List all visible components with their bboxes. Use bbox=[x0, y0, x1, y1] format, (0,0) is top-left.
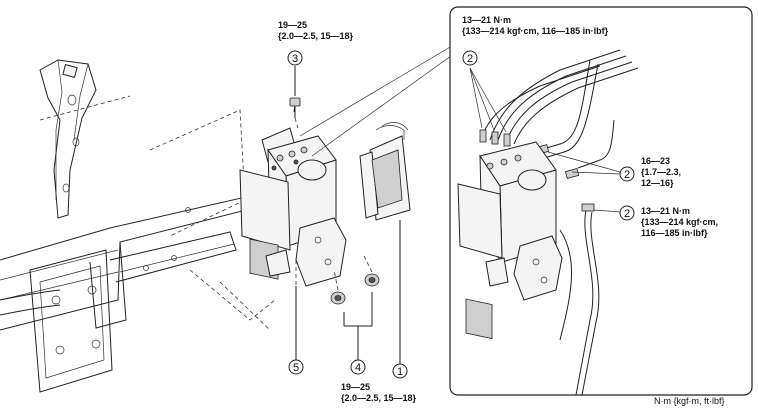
torque-value-alt: {1.7—2.3, bbox=[641, 167, 682, 177]
svg-text:4: 4 bbox=[355, 362, 361, 374]
svg-text:1: 1 bbox=[397, 366, 403, 378]
units-legend: N·m {kgf·m, ft·lbf} bbox=[654, 396, 725, 406]
torque-label-bolt: 19—25 {2.0—2.5, 15—18} bbox=[278, 20, 353, 42]
callout-1: 1 bbox=[392, 363, 408, 379]
torque-label-brake-pipes-right: 16—23 {1.7—2.3, 12—16} bbox=[641, 156, 681, 189]
mounting-bolt bbox=[289, 97, 301, 129]
callout-4: 4 bbox=[350, 359, 366, 375]
svg-text:2: 2 bbox=[624, 208, 630, 220]
torque-value-alt: {2.0—2.5, 15—18} bbox=[278, 31, 354, 41]
torque-value-alt-2: 116—185 in·lbf} bbox=[641, 228, 708, 238]
svg-text:2: 2 bbox=[624, 169, 630, 181]
callout-2-lower: 2 bbox=[619, 205, 635, 221]
svg-text:5: 5 bbox=[293, 362, 299, 374]
torque-value-nm: 16—23 bbox=[641, 156, 671, 166]
detail-hu-cm-with-pipes bbox=[457, 49, 639, 396]
torque-value-alt-2: 12—16} bbox=[641, 178, 674, 188]
torque-value-nm: 19—25 bbox=[341, 382, 371, 392]
torque-value-alt: {133—214 kgf·cm, bbox=[641, 217, 719, 227]
torque-label-brake-pipes-top: 13—21 N·m {133—214 kgf·cm, 116—185 in·lb… bbox=[462, 15, 608, 37]
mounting-nuts bbox=[330, 255, 380, 360]
control-module-part bbox=[359, 122, 411, 364]
torque-label-nuts: 19—25 {2.0—2.5, 15—18} bbox=[341, 382, 416, 404]
svg-text:3: 3 bbox=[292, 53, 298, 65]
torque-value-nm: 13—21 N·m bbox=[462, 15, 512, 25]
vehicle-body-frame bbox=[0, 59, 276, 393]
svg-text:2: 2 bbox=[467, 53, 473, 65]
callout-2-right: 2 bbox=[619, 166, 635, 182]
torque-value-alt: {2.0—2.5, 15—18} bbox=[341, 393, 417, 403]
torque-label-brake-pipe-lower: 13—21 N·m {133—214 kgf·cm, 116—185 in·lb… bbox=[641, 206, 718, 239]
callout-3: 3 bbox=[287, 50, 303, 66]
callout-5: 5 bbox=[288, 359, 304, 375]
callout-2-top: 2 bbox=[462, 50, 478, 66]
torque-value-nm: 19—25 bbox=[278, 20, 308, 30]
torque-value-nm: 13—21 N·m bbox=[641, 206, 691, 216]
abs-hu-cm-unit bbox=[239, 127, 347, 360]
torque-value-alt: {133—214 kgf·cm, 116—185 in·lbf} bbox=[462, 26, 609, 36]
